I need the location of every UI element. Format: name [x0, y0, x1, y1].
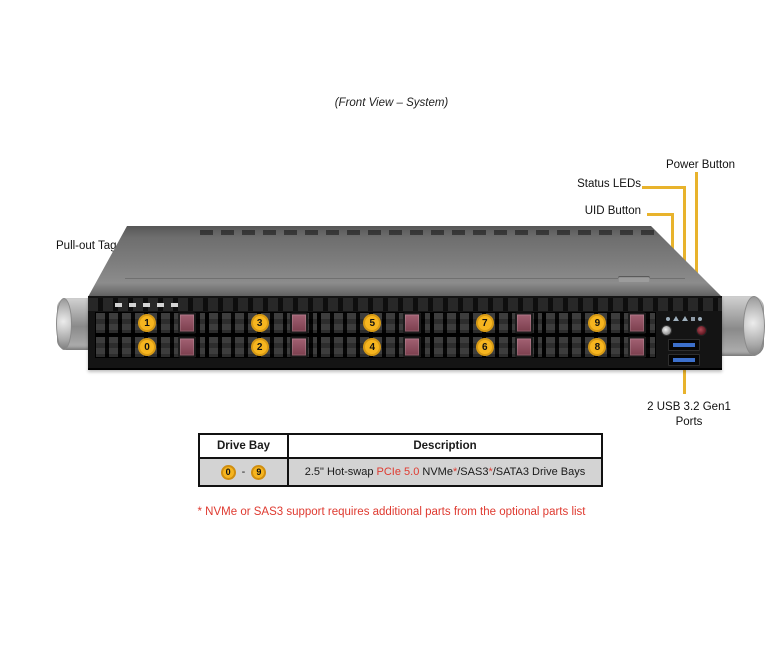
drive-latch [515, 336, 534, 358]
drive-bay-grid: 1 3 5 7 9 0 2 [95, 312, 656, 358]
usb-port-top [668, 339, 700, 351]
usb-port-bottom [668, 354, 700, 366]
drive-latch [627, 312, 646, 334]
drive-number-badge: 8 [588, 338, 607, 356]
callout-line-uid-horizontal [647, 213, 674, 216]
drive-number-badge: 1 [138, 314, 157, 332]
drive-latch [402, 336, 421, 358]
led-icon [698, 317, 702, 321]
table-header-row: Drive Bay Description [200, 435, 601, 457]
status-leds [658, 314, 710, 321]
callout-usb-ports-label: 2 USB 3.2 Gen1 Ports [626, 400, 752, 430]
callout-uid-button-label: UID Button [584, 205, 641, 217]
drive-tray-7: 7 [432, 312, 544, 334]
table-header-description: Description [413, 440, 477, 452]
chassis-lid [88, 226, 722, 297]
rack-handle-right-cap [743, 296, 765, 356]
description-asterisk: * [452, 466, 458, 478]
callout-power-button-label: Power Button [665, 159, 735, 171]
drive-bay-table: Drive Bay Description 0 - 9 2.5" Hot-swa… [198, 433, 603, 487]
table-data-row: 0 - 9 2.5" Hot-swap PCIe 5.0 NVMe*/SAS3*… [200, 457, 601, 485]
table-cell-description: 2.5" Hot-swap PCIe 5.0 NVMe*/SAS3*/SATA3… [289, 459, 601, 485]
drive-number-badge: 9 [588, 314, 607, 332]
callout-line-usb [683, 366, 686, 394]
drive-latch [290, 336, 309, 358]
front-control-panel [658, 310, 710, 368]
table-header-drive-bay: Drive Bay [200, 435, 289, 457]
drive-latch [177, 336, 196, 358]
description-part: 2.5" Hot-swap [304, 466, 377, 478]
warning-led-icon [673, 316, 679, 321]
bay-range-separator: - [241, 466, 246, 478]
callout-line-status-vertical [683, 186, 686, 316]
warning-led-icon [682, 316, 688, 321]
usb-label-line2: Ports [675, 415, 703, 428]
drive-tray-0: 0 [95, 336, 206, 358]
description-pcie: PCIe 5.0 [376, 466, 420, 478]
bay-start-badge: 0 [220, 464, 236, 480]
drive-number-badge: 7 [475, 314, 494, 332]
drive-number-badge: 0 [138, 338, 157, 356]
led-icon [691, 317, 695, 321]
description-part: NVMe [419, 466, 453, 478]
drive-number-badge: 3 [250, 314, 269, 332]
drive-number-badge: 4 [363, 338, 382, 356]
rack-handle-left [56, 298, 91, 350]
drive-number-badge: 6 [475, 338, 494, 356]
drive-latch [627, 336, 646, 358]
drive-latch [402, 312, 421, 334]
drive-tray-1: 1 [95, 312, 206, 334]
power-button [696, 325, 707, 336]
callout-line-status-horizontal [642, 186, 686, 189]
footnote: * NVMe or SAS3 support requires addition… [197, 506, 586, 518]
led-icon [666, 317, 670, 321]
description-asterisk: * [488, 466, 493, 478]
drive-latch [290, 312, 309, 334]
drive-tray-8: 8 [545, 336, 656, 358]
drive-number-badge: 5 [363, 314, 382, 332]
rack-handle-left-cap [56, 298, 72, 350]
drive-number-badge: 2 [250, 338, 269, 356]
drive-tray-3: 3 [207, 312, 319, 334]
description-part: /SATA3 Drive Bays [492, 466, 586, 478]
drive-tray-4: 4 [320, 336, 431, 358]
description-part: /SAS3 [457, 466, 489, 478]
drive-tray-2: 2 [207, 336, 319, 358]
drive-tray-6: 6 [432, 336, 544, 358]
chassis-front-face: 1 3 5 7 9 0 2 [88, 296, 722, 370]
table-cell-bay-range: 0 - 9 [200, 459, 289, 485]
usb-connector-icon [673, 358, 695, 362]
usb-label-line1: 2 USB 3.2 Gen1 [647, 401, 731, 413]
drive-tray-5: 5 [320, 312, 431, 334]
drive-tray-9: 9 [545, 312, 656, 334]
callout-pull-out-tag-label: Pull-out Tag [56, 240, 117, 252]
front-bezel-vents [88, 298, 722, 311]
figure-title: (Front View – System) [334, 97, 449, 109]
drive-latch [515, 312, 534, 334]
lid-seam [125, 278, 685, 279]
lid-vent-pattern [200, 230, 670, 235]
description-text: 2.5" Hot-swap PCIe 5.0 NVMe*/SAS3*/SATA3… [305, 466, 585, 478]
bay-end-badge: 9 [251, 464, 267, 480]
lid-recess-slot [618, 276, 650, 282]
rack-handle-right [718, 296, 765, 356]
callout-line-power [695, 172, 698, 324]
pull-out-tag [115, 303, 179, 307]
uid-button [661, 325, 672, 336]
button-row [658, 325, 710, 336]
usb-connector-icon [673, 343, 695, 347]
drive-latch [177, 312, 196, 334]
callout-status-leds-label: Status LEDs [577, 178, 641, 190]
